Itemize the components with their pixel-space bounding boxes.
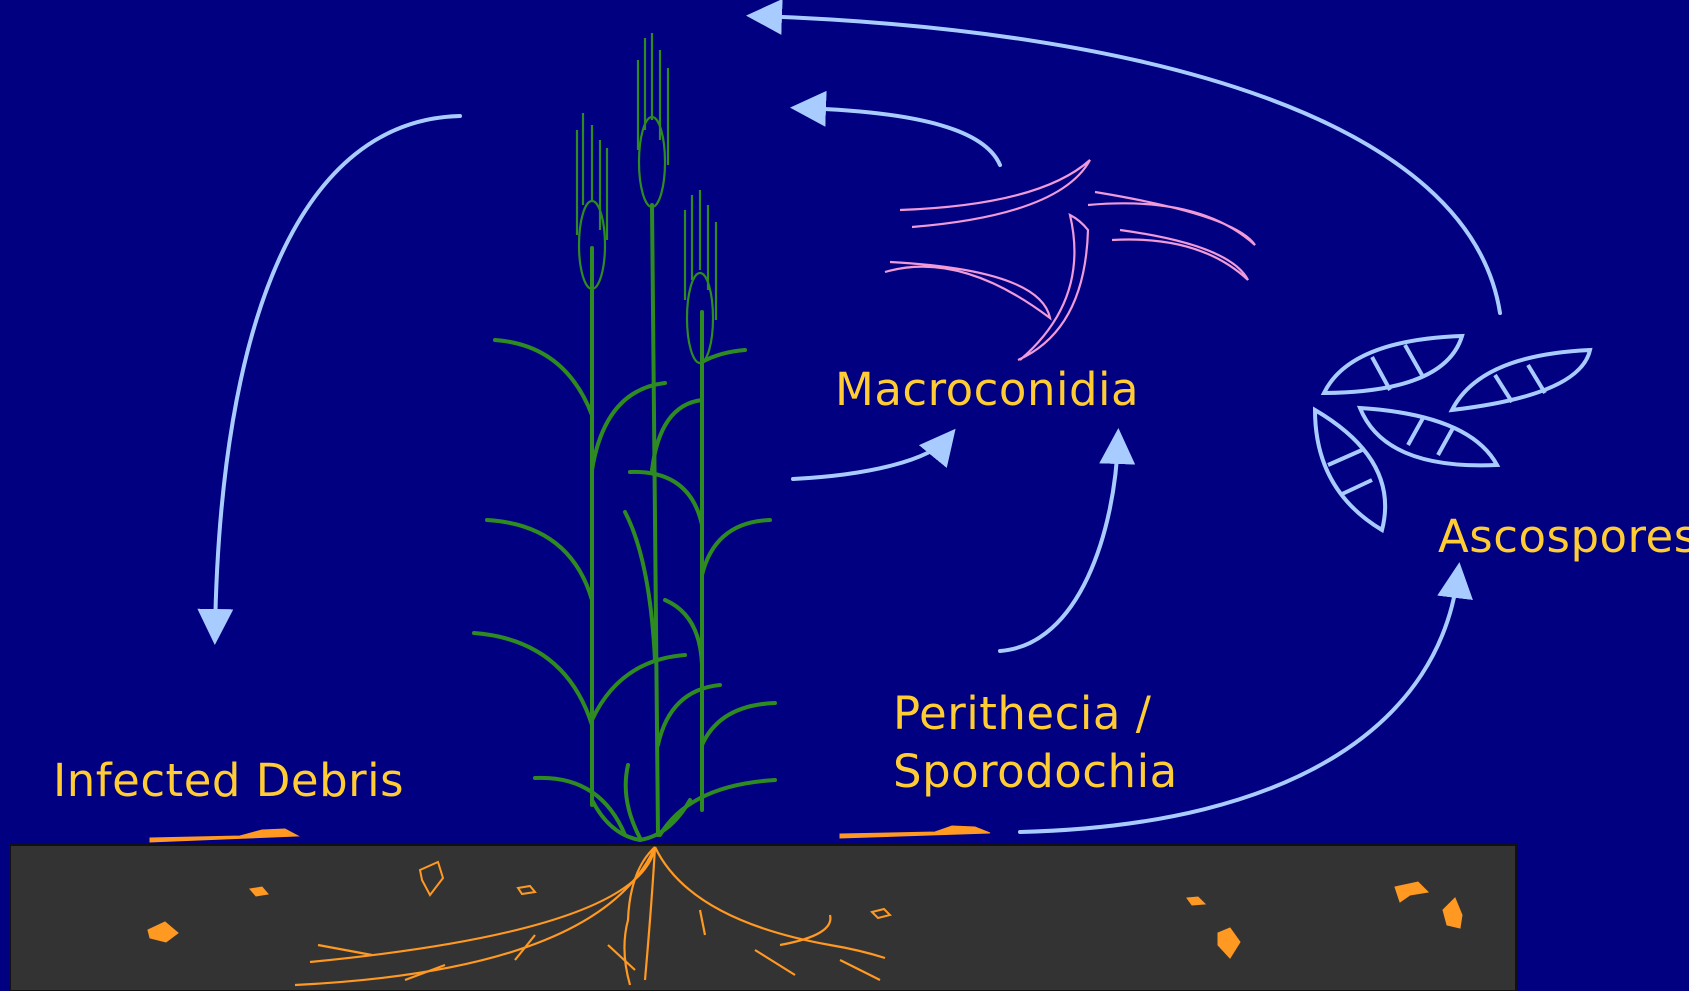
leaf [495, 340, 592, 415]
ascospores-label: Ascospores [1438, 508, 1689, 566]
ascospores-spores [1315, 336, 1590, 530]
leaf [660, 780, 775, 835]
macroconidia-spores [885, 160, 1255, 360]
ascospore [1452, 350, 1590, 410]
arrow-macroconidia-to-top [802, 108, 1000, 165]
macroconidium [1018, 215, 1088, 360]
leaf [630, 472, 702, 525]
leaf [658, 685, 720, 745]
perithecia-sporodochia-label: Perithecia / Sporodochia [893, 685, 1178, 801]
arrow-to-plant-infection [215, 116, 460, 633]
cycle-arrows [215, 16, 1500, 832]
infected-debris-label: Infected Debris [53, 752, 404, 810]
leaf [626, 765, 640, 838]
debris-patch-left [150, 829, 298, 842]
arrow-perithecia-to-macroconidia [1000, 440, 1118, 651]
ascospore [1324, 336, 1462, 393]
macroconidium [885, 262, 1050, 318]
macroconidium [1112, 230, 1248, 280]
leaf [625, 512, 655, 660]
arrow-plant-to-macroconidia [793, 438, 948, 479]
wheat-plant [474, 205, 775, 840]
perithecia-label-line1: Perithecia / [893, 685, 1178, 743]
soil [10, 845, 1516, 991]
leaf [702, 520, 770, 575]
wheat-heads [577, 33, 716, 363]
leaf [487, 520, 592, 600]
wheat-head [638, 33, 668, 207]
macroconidium [1088, 192, 1255, 245]
ascospore [1360, 408, 1497, 465]
ascospore [1315, 410, 1385, 530]
leaf [474, 633, 592, 725]
macroconidia-label: Macroconidia [835, 361, 1139, 419]
macroconidium [900, 160, 1090, 227]
debris-patch-right [840, 826, 990, 838]
leaf [652, 400, 702, 470]
perithecia-label-line2: Sporodochia [893, 743, 1178, 801]
arrow-ascospores-to-top [758, 16, 1500, 313]
leaf [702, 703, 775, 745]
